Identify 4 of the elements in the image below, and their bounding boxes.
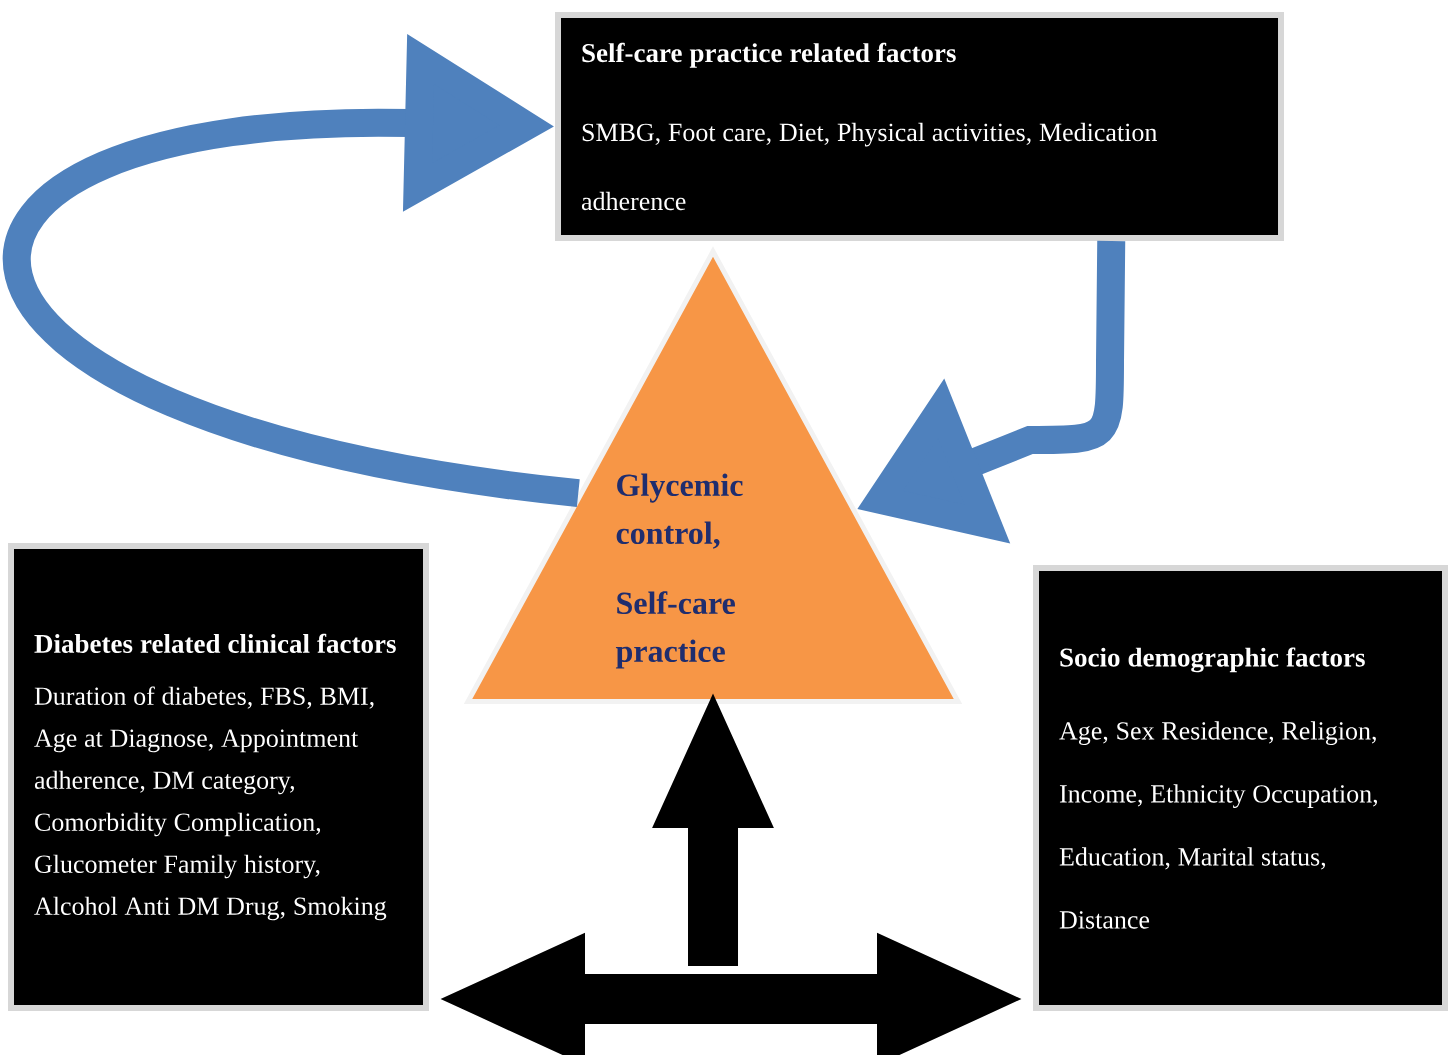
curved-arrow bbox=[5, 34, 581, 507]
factor-box: Diabetes related clinical factors Duration of diabetes, FBS, BMI, Age at Diagnose, Appointment adherence, DM category, Comorbidity Complication, Glucometer Family history, Alcohol Anti DM Drug, Smoking bbox=[8, 543, 429, 1011]
factor-box: Self-care practice related factors SMBG, Foot care, Diet, Physical activities, Medication adherence bbox=[555, 12, 1284, 241]
factor-box: Socio demographic factors Age, Sex Residence, Religion, Income, Ethnicity Occupation, Education, Marital status, Distance bbox=[1033, 565, 1448, 1011]
